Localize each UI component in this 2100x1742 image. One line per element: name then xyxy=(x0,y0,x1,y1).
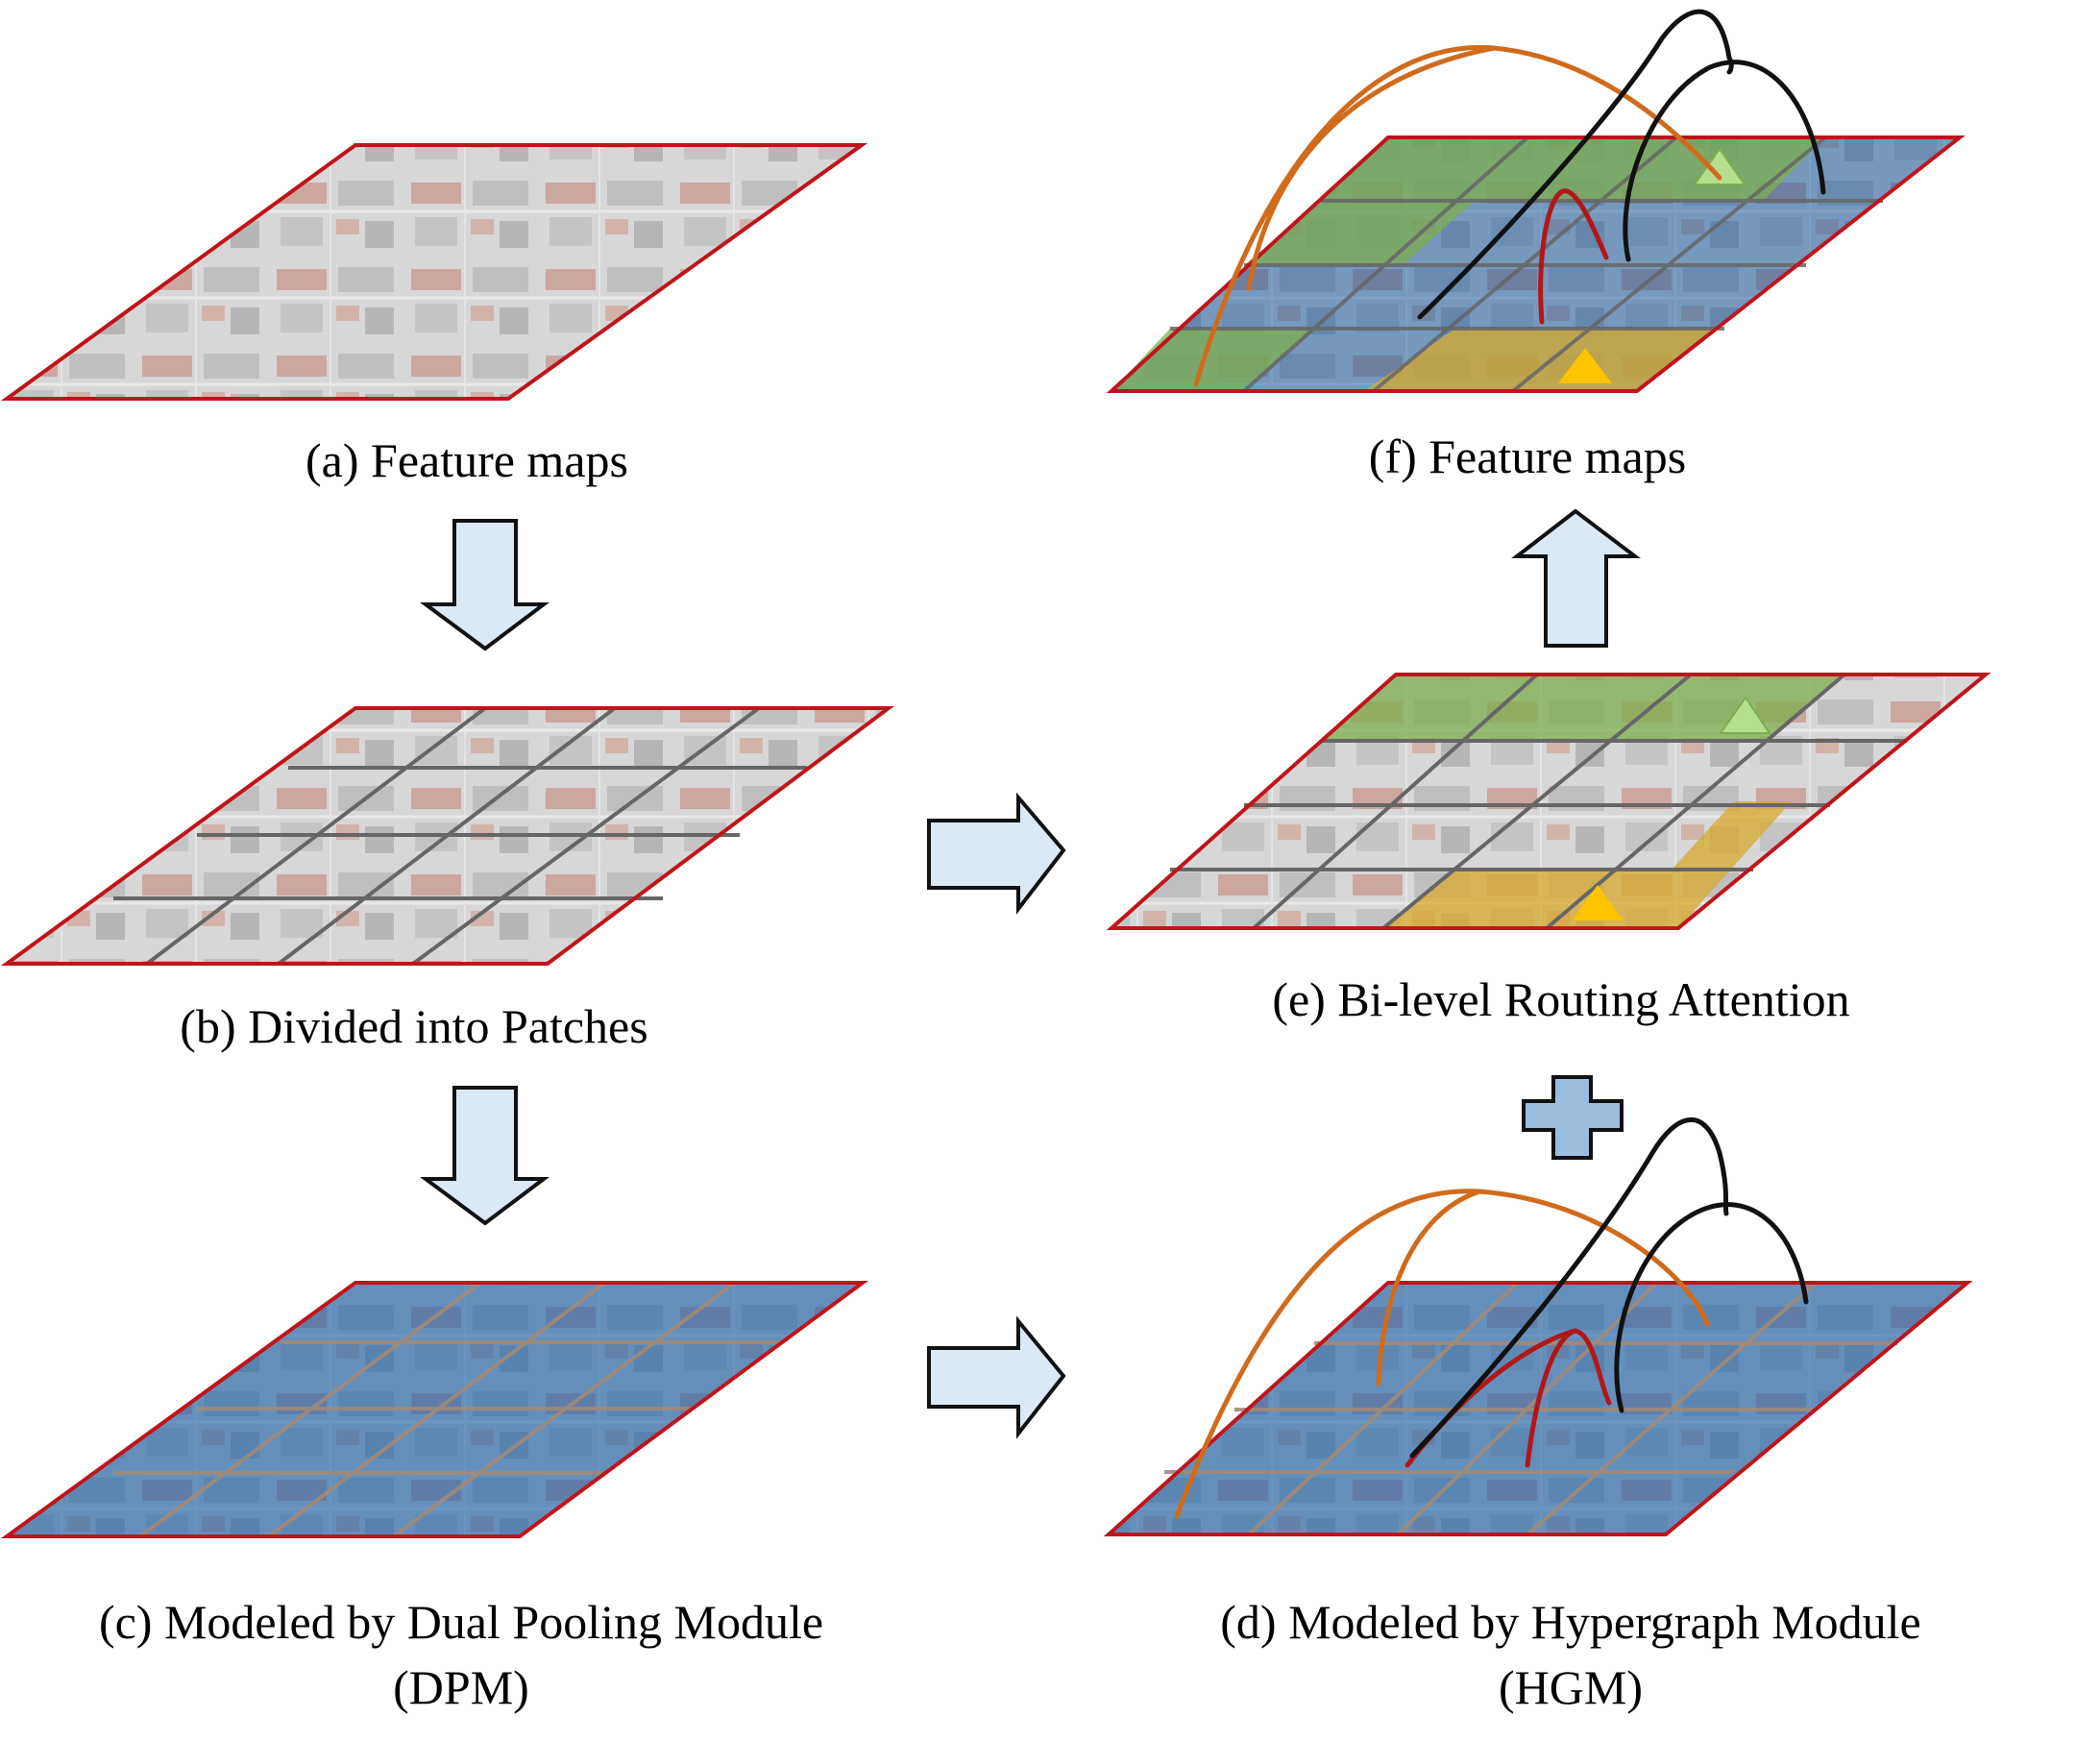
hyperedges-d xyxy=(1174,1117,1809,1519)
green-region-e xyxy=(1321,675,1844,741)
green-region-f1 xyxy=(1321,137,1825,201)
panel-a-feature-maps: (a) Feature maps xyxy=(0,143,868,487)
yellow-triangle-icon-e xyxy=(1572,885,1624,920)
right-arrow-b-to-e xyxy=(927,792,1066,915)
hyperedge-black-branch-f xyxy=(1623,60,1826,262)
caption-c-line1: (c) Modeled by Dual Pooling Module xyxy=(99,1595,823,1649)
patch-grid-e xyxy=(1170,673,1907,930)
hyperedge-orange-d xyxy=(1174,1189,1710,1519)
hyperedge-orange-branch-d xyxy=(1376,1189,1482,1386)
patch-grid-c xyxy=(113,1281,783,1538)
right-arrow-c-to-d xyxy=(927,1315,1066,1439)
patch-grid-d xyxy=(1164,1281,1897,1536)
plane-border-c xyxy=(0,1281,869,1538)
patch-grid-f xyxy=(1170,135,1883,393)
down-arrow-ab xyxy=(419,519,549,651)
patch-grid-b xyxy=(113,706,807,966)
caption-a: (a) Feature maps xyxy=(305,433,628,487)
yellow-triangle-icon-f xyxy=(1558,348,1612,383)
plane-border-e xyxy=(1106,673,1991,930)
hyperedges-f xyxy=(1193,9,1826,387)
yellow-region-f xyxy=(1364,329,1715,391)
plus-icon xyxy=(1522,1075,1624,1160)
caption-d-line2: (HGM) xyxy=(1499,1660,1643,1714)
yellow-region-e xyxy=(1383,801,1792,928)
feature-map-plane-a xyxy=(7,145,862,399)
panel-f-feature-maps: (f) Feature maps xyxy=(1106,9,1966,483)
hyperedge-red-f xyxy=(1538,188,1609,325)
panel-d-hypergraph: (d) Modeled by Hypergraph Module (HGM) xyxy=(1103,1117,1973,1714)
panel-b-divided-patches: (b) Divided into Patches xyxy=(0,706,895,1053)
up-arrow-ef xyxy=(1511,508,1641,648)
caption-d-line1: (d) Modeled by Hypergraph Module xyxy=(1220,1595,1920,1649)
hyperedge-orange-f xyxy=(1193,44,1722,387)
caption-e: (e) Bi-level Routing Attention xyxy=(1272,972,1849,1026)
panel-e-bilevel-routing: (e) Bi-level Routing Attention xyxy=(1106,673,1991,1026)
caption-f: (f) Feature maps xyxy=(1369,429,1686,483)
plane-border-b xyxy=(0,706,895,966)
plane-border-a xyxy=(0,143,868,401)
hyperedge-black-branch-d xyxy=(1614,1202,1809,1413)
down-arrow-bc xyxy=(419,1086,549,1226)
green-triangle-icon-e xyxy=(1719,696,1771,734)
caption-c-line2: (DPM) xyxy=(393,1660,529,1714)
hyperedge-black-d xyxy=(1409,1117,1729,1459)
plane-border-f xyxy=(1106,135,1966,393)
hyperedge-orange-branch-f xyxy=(1246,45,1497,291)
panel-c-dual-pooling: (c) Modeled by Dual Pooling Module (DPM) xyxy=(0,1281,869,1714)
caption-b: (b) Divided into Patches xyxy=(180,999,647,1053)
